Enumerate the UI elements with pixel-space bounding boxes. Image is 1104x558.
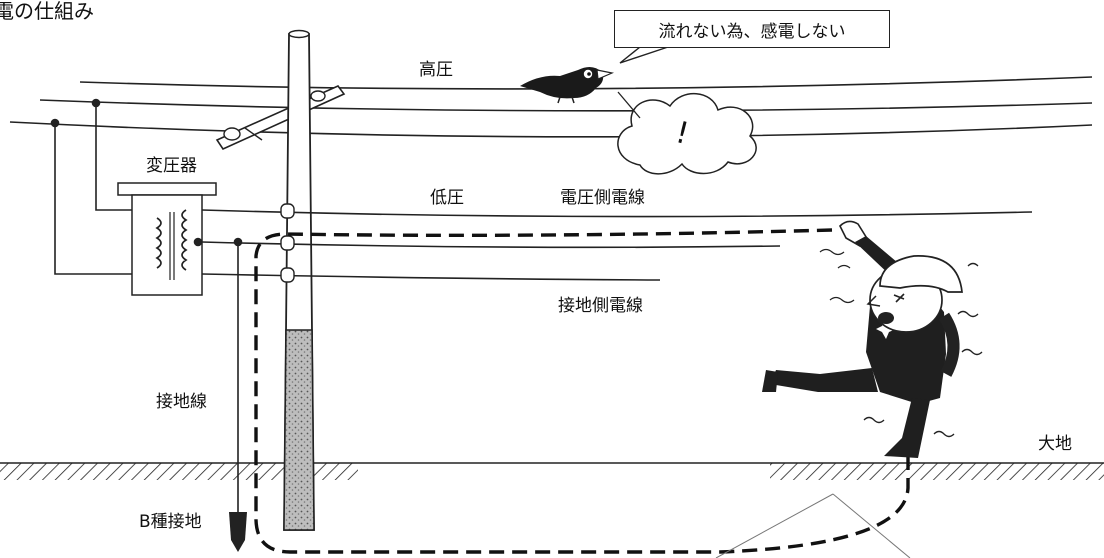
ground-wire <box>229 242 247 552</box>
label-ground-wire: 接地線 <box>156 392 207 412</box>
label-high-voltage: 高圧 <box>419 60 453 80</box>
label-voltage-side-wire: 電圧側電線 <box>560 188 645 208</box>
utility-pole <box>283 29 315 531</box>
ground-surface <box>0 462 1104 480</box>
speech-bubble: 流れない為、感電しない <box>614 10 890 48</box>
thought-cloud <box>617 91 757 175</box>
label-transformer: 変圧器 <box>146 156 197 176</box>
transformer <box>117 182 217 296</box>
label-low-voltage: 低圧 <box>430 188 464 208</box>
label-earth: 大地 <box>1038 434 1072 454</box>
crossarm <box>215 85 346 151</box>
page-title: 電の仕組み <box>0 0 94 23</box>
crow-bird <box>520 66 615 104</box>
current-path <box>254 228 910 554</box>
primary-taps <box>50 98 132 275</box>
annotation-lines <box>715 493 911 558</box>
speech-bubble-tail <box>619 46 669 64</box>
label-ground-side-wire: 接地側電線 <box>558 296 643 316</box>
insulators <box>280 203 295 283</box>
label-b-type-ground: B種接地 <box>139 512 202 532</box>
shake-lines <box>819 248 983 438</box>
shocked-worker <box>762 220 963 458</box>
